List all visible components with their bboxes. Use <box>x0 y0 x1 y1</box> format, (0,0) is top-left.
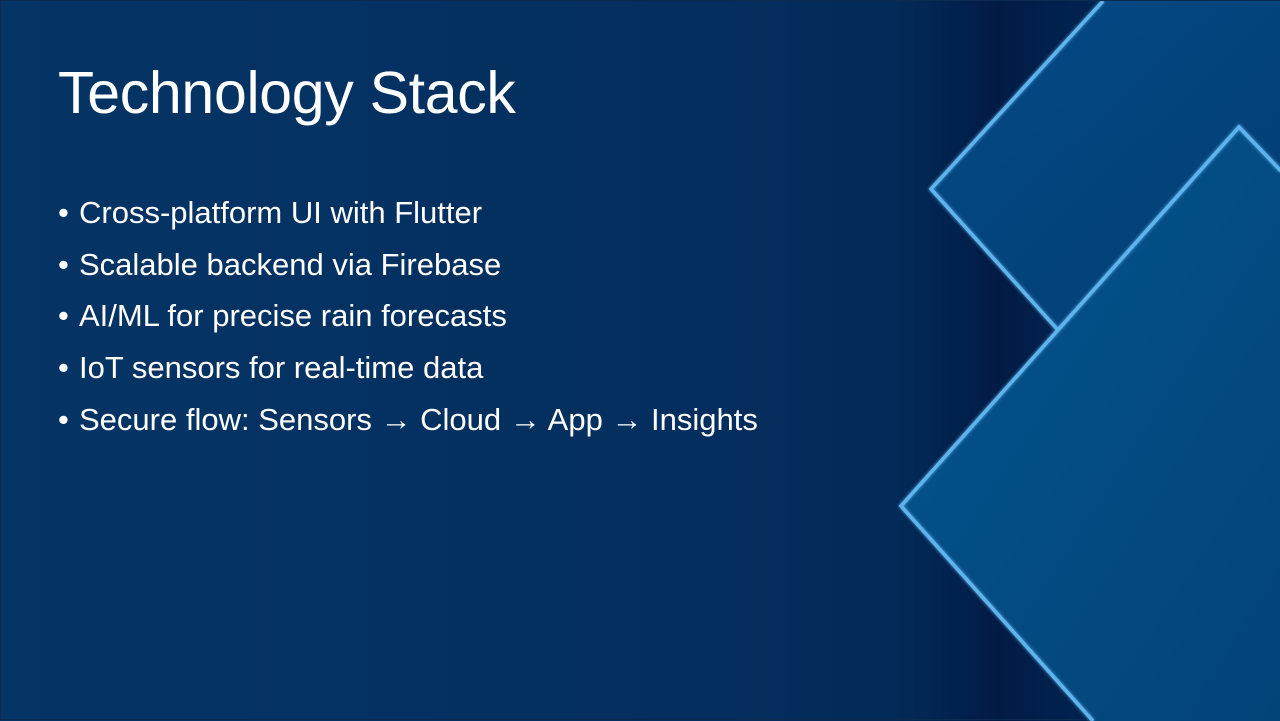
bullet-list: • Cross-platform UI with Flutter • Scalabl… <box>58 187 758 446</box>
bullet-text: Scalable backend via Firebase <box>79 246 502 282</box>
bullet-item: • IoT sensors for real-time data <box>58 342 758 394</box>
slide-title: Technology Stack <box>58 60 516 126</box>
bullet-item: • Cross-platform UI with Flutter <box>58 187 758 239</box>
bullet-text: Secure flow: Sensors → Cloud → App → Ins… <box>79 401 758 437</box>
bullet-icon: • <box>58 350 69 386</box>
bullet-item: • AI/ML for precise rain forecasts <box>58 290 758 342</box>
bullet-icon: • <box>58 246 69 282</box>
lower-diamond <box>901 127 1280 721</box>
bullet-icon: • <box>58 401 69 437</box>
bullet-item: • Secure flow: Sensors → Cloud → App → In… <box>58 394 758 446</box>
bullet-icon: • <box>58 195 69 230</box>
bullet-item: • Scalable backend via Firebase <box>58 239 758 291</box>
bullet-text: Cross-platform UI with Flutter <box>79 195 483 230</box>
bullet-icon: • <box>58 298 69 334</box>
bullet-text: AI/ML for precise rain forecasts <box>79 298 507 334</box>
bullet-text: IoT sensors for real-time data <box>79 350 484 386</box>
